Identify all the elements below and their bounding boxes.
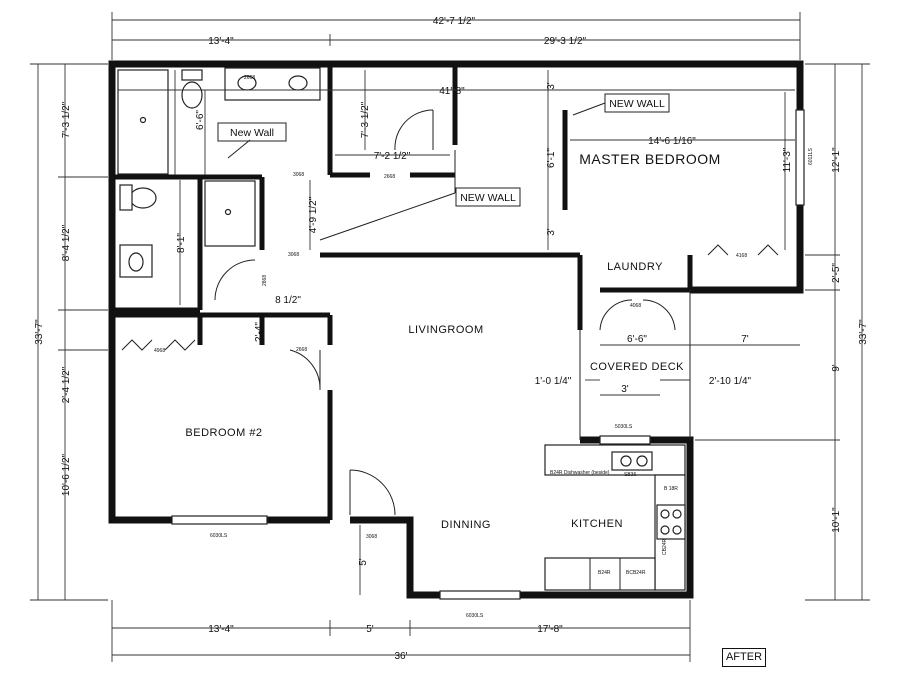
dim-bath2-height: 8'-1" xyxy=(176,233,187,253)
dim-bottom-left: 13'-4" xyxy=(208,624,234,635)
dim-hall-height: 4'-9 1/2" xyxy=(308,196,319,233)
dim-master-top: 3' xyxy=(546,82,557,90)
tag-door-2868: 2868 xyxy=(262,275,268,286)
dim-right-bottom: 10'-1" xyxy=(831,507,842,533)
doors xyxy=(121,109,779,516)
tag-door-3068b: 3068 xyxy=(288,252,299,258)
dim-closet-width: 7'-2 1/2" xyxy=(374,151,411,162)
dim-master-mid: 6'-1" xyxy=(546,148,557,168)
after-label: AFTER xyxy=(722,648,766,667)
dim-laundry-width: 6'-6" xyxy=(627,334,647,345)
vanity-hall xyxy=(119,244,153,278)
tag-cab-sb36: SB36 xyxy=(624,472,636,478)
kitchen-counter-bottom xyxy=(544,557,656,591)
range xyxy=(656,504,686,540)
tag-door-3068: 3068 xyxy=(293,172,304,178)
dim-right-deck: 9' xyxy=(831,364,842,372)
tag-bifold-4068: 4068 xyxy=(630,303,641,309)
dim-bottom-total: 36' xyxy=(394,651,407,662)
dimension-labels: 42'-7 1/2" 13'-4" 29'-3 1/2" 41'-8" 6'-6… xyxy=(34,16,869,662)
tag-door-2668a: 2668 xyxy=(384,174,395,180)
tag-cab-b18r: B 18R xyxy=(664,486,678,492)
tag-window-6030b: 6030LS xyxy=(466,613,484,619)
tag-window-6030a: 6030LS xyxy=(210,533,228,539)
note-new-wall-2: NEW WALL xyxy=(609,98,665,110)
door-swing-closet xyxy=(394,109,434,151)
tag-cab-b24r2: B24R xyxy=(598,570,611,576)
dim-deck-opening: 3' xyxy=(621,384,629,395)
tags: 3068 2668 3068 2868 2668 3068 4968 4168 … xyxy=(154,75,814,619)
dim-top-left: 13'-4" xyxy=(208,36,234,47)
dim-top-right: 29'-3 1/2" xyxy=(544,36,587,47)
dim-right-total: 33'-7" xyxy=(858,319,869,345)
room-master-bedroom: MASTER BEDROOM xyxy=(579,151,721,167)
dim-closet-height: 7'-3 1/2" xyxy=(360,101,371,138)
dim-master-bottom: 3' xyxy=(546,228,557,236)
tag-door-3068c: 3068 xyxy=(366,534,377,540)
toilet-master xyxy=(181,81,203,109)
dim-bath-height: 6'-6" xyxy=(195,110,206,130)
dim-deck-right: 7' xyxy=(741,334,749,345)
dim-master-width: 14'-6 1/16" xyxy=(648,136,696,147)
room-covered-deck: COVERED DECK xyxy=(590,361,684,373)
tag-bifold-4168: 4168 xyxy=(736,253,747,259)
dim-hall-width: 8 1/2" xyxy=(275,295,301,306)
dim-right-mid: 2'-5" xyxy=(831,263,842,283)
room-bedroom2: BEDROOM #2 xyxy=(185,427,262,439)
door-swing-dinning xyxy=(349,469,396,516)
dim-left-closet: 2'-4 1/2" xyxy=(61,366,72,403)
dim-bottom-mid: 5' xyxy=(366,624,374,635)
room-kitchen: KITCHEN xyxy=(571,518,623,530)
dim-bottom-right: 17'-8" xyxy=(537,624,563,635)
dim-inner-top: 41'-8" xyxy=(439,86,465,97)
room-livingroom: LIVINGROOM xyxy=(408,324,483,336)
windows xyxy=(171,109,805,600)
room-dinning: DINNING xyxy=(441,519,491,531)
shower-hall xyxy=(204,180,256,247)
dim-master-right: 11'-3" xyxy=(782,147,793,172)
interior-walls xyxy=(112,64,693,520)
door-swing-hall-bath xyxy=(214,259,256,301)
tag-range: CB24R xyxy=(662,538,668,555)
tag-window-6011: 6011LS xyxy=(808,147,814,165)
fixtures xyxy=(117,67,686,591)
notes: New Wall NEW WALL NEW WALL xyxy=(230,98,665,204)
dim-left-total: 33'-7" xyxy=(34,319,45,345)
dim-left-mid: 8'-4 1/2" xyxy=(61,224,72,261)
door-swing-deck-r xyxy=(642,299,676,331)
door-swing-deck-l xyxy=(599,299,633,331)
room-laundry: LAUNDRY xyxy=(607,261,663,273)
tag-window-5030: 5030LS xyxy=(615,424,633,430)
note-new-wall-1: New Wall xyxy=(230,127,274,139)
dim-left-top: 7'-3 1/2" xyxy=(61,101,72,138)
dim-deck-left-offset: 1'-0 1/4" xyxy=(535,376,572,387)
dimension-lines xyxy=(30,12,870,662)
dim-left-bottom: 10'-6 1/2" xyxy=(61,453,72,496)
tag-cab-b24r: B24R Dishwasher (beside) xyxy=(550,470,610,476)
note-new-wall-3: NEW WALL xyxy=(460,192,516,204)
room-labels: MASTER BEDROOM LIVINGROOM BEDROOM #2 LAU… xyxy=(185,151,720,531)
dim-dinning-door: 5' xyxy=(358,558,369,566)
tag-bifold-4968: 4968 xyxy=(154,348,165,354)
dim-closet2: 2'-4" xyxy=(254,322,265,342)
door-swing-bedroom2 xyxy=(289,349,321,391)
tag-door-2668b: 2668 xyxy=(296,347,307,353)
dim-top-total: 42'-7 1/2" xyxy=(433,16,476,27)
toilet-hall xyxy=(129,187,157,209)
dim-right-top: 12'-1" xyxy=(831,147,842,173)
tag-vanity-a: 2668 xyxy=(244,75,255,81)
dim-deck-right-offset: 2'-10 1/4" xyxy=(709,376,752,387)
tag-cab-bcb24r: BCB24R xyxy=(626,570,646,576)
